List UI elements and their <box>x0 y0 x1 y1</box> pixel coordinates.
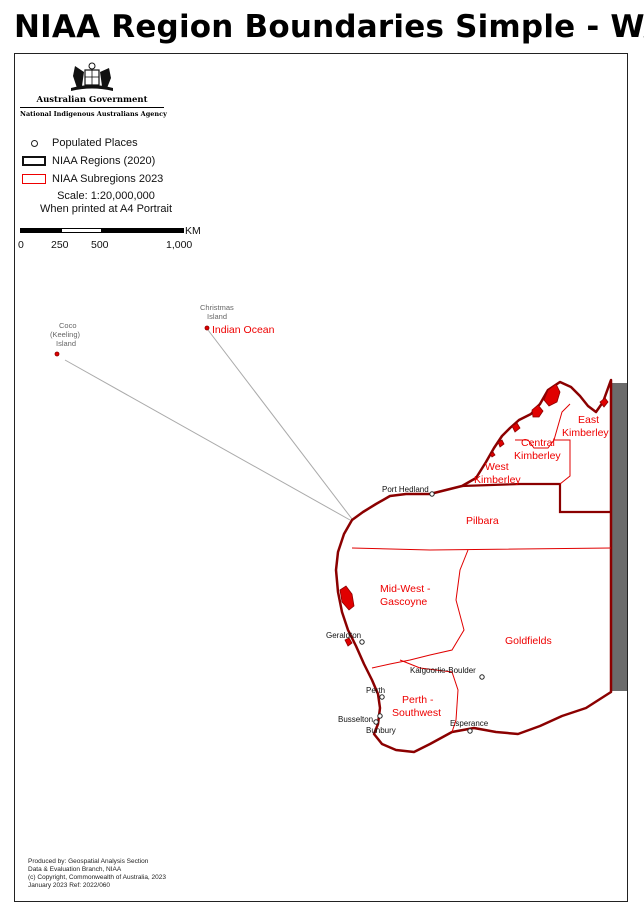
scale-seg-1 <box>20 228 40 233</box>
christmas-island-marker[interactable] <box>204 325 210 331</box>
offshore-islands: Christmas Island Coco (Keeling) Island <box>50 303 236 357</box>
label-port-hedland: Port Hedland <box>382 485 429 494</box>
credit-line: Produced by: Geospatial Analysis Section <box>28 858 149 865</box>
christmas-leader-line <box>207 329 353 520</box>
scale-tick-250: 250 <box>51 239 69 251</box>
coat-of-arms-icon <box>71 62 113 91</box>
scale-text: Scale: 1:20,000,000 When printed at A4 P… <box>20 190 192 216</box>
scale-tick-1000: 1,000 <box>166 239 193 251</box>
place-dot-esperance[interactable] <box>467 728 473 734</box>
legend-label: NIAA Subregions 2023 <box>52 173 164 185</box>
label-mid-west-line2: Gascoyne <box>380 596 427 608</box>
label-perth-sw-line1: Perth - <box>402 694 434 706</box>
label-mid-west-gascoyne: Mid-West - Gascoyne <box>380 583 433 608</box>
map-frame <box>14 53 628 902</box>
label-west-kimberley-line1: West <box>485 461 509 473</box>
label-central-kimberley: Central Kimberley <box>514 437 561 462</box>
populated-place-icon <box>30 139 38 147</box>
label-cocos-line1: Coco <box>59 321 77 330</box>
label-west-kimberley-line2: Kimberley <box>474 474 521 486</box>
northern-territory <box>611 383 627 691</box>
label-kalgoorlie: Kalgoorlie-Boulder <box>410 666 476 675</box>
label-christmas-line1: Christmas <box>200 303 234 312</box>
label-cocos-island: Coco (Keeling) Island <box>50 321 82 348</box>
legend: Populated Places NIAA Regions (2020) NIA… <box>20 134 163 188</box>
label-indian-ocean: Indian Ocean <box>212 324 275 336</box>
scale-seg-3 <box>61 228 102 233</box>
label-goldfields: Goldfields <box>505 635 552 647</box>
government-logo: Australian Government National Indigenou… <box>20 60 167 118</box>
place-dot-perth[interactable] <box>379 694 385 700</box>
label-christmas-island: Christmas Island <box>200 303 236 321</box>
government-name: Australian Government <box>36 95 148 105</box>
scale-seg-2 <box>40 228 61 233</box>
label-central-kimberley-line2: Kimberley <box>514 450 561 462</box>
scale-ratio: Scale: 1:20,000,000 <box>57 190 155 202</box>
map-title: NIAA Region Boundaries Simple - WA <box>14 9 644 45</box>
label-east-kimberley: East Kimberley <box>562 414 609 439</box>
place-dot-geraldton[interactable] <box>359 639 365 645</box>
label-perth: Perth <box>366 686 385 695</box>
label-perth-sw-line2: Southwest <box>392 707 441 719</box>
logo-rule <box>20 107 164 108</box>
subregion-swatch-icon <box>22 174 46 184</box>
label-busselton: Busselton <box>338 715 373 724</box>
subregion-boundaries <box>351 403 612 733</box>
legend-label: NIAA Regions (2020) <box>52 155 156 167</box>
legend-label: Populated Places <box>52 137 138 149</box>
credits: Produced by: Geospatial Analysis Section… <box>28 858 166 890</box>
legend-item-populated-places: Populated Places <box>20 134 163 152</box>
label-east-kimberley-line2: Kimberley <box>562 427 609 439</box>
place-dot-busselton[interactable] <box>373 719 379 725</box>
label-mid-west-line1: Mid-West - <box>380 583 431 595</box>
label-central-kimberley-line1: Central <box>521 437 555 449</box>
place-dot-kalgoorlie[interactable] <box>479 674 485 680</box>
region-swatch-icon <box>22 156 46 166</box>
place-dot-port-hedland[interactable] <box>429 491 435 497</box>
label-geraldton: Geraldton <box>326 631 361 640</box>
scale-unit: KM <box>185 225 201 237</box>
place-dot-bunbury[interactable] <box>377 713 383 719</box>
populated-places: Port Hedland Geraldton Kalgoorlie-Boulde… <box>326 485 489 735</box>
legend-item-subregions: NIAA Subregions 2023 <box>20 170 163 188</box>
legend-item-regions: NIAA Regions (2020) <box>20 152 163 170</box>
agency-name: National Indigenous Australians Agency <box>20 110 167 118</box>
credit-line: Data & Evaluation Branch, NIAA <box>28 866 122 873</box>
label-christmas-line2: Island <box>207 312 227 321</box>
coastal-islands <box>339 383 609 647</box>
credit-line: January 2023 Ref: 2022/060 <box>28 882 111 889</box>
label-perth-southwest: Perth - Southwest <box>392 694 441 719</box>
label-cocos-line2: (Keeling) <box>50 330 81 339</box>
label-pilbara: Pilbara <box>466 515 499 527</box>
label-east-kimberley-line1: East <box>578 414 599 426</box>
cocos-island-marker[interactable] <box>54 351 60 357</box>
label-west-kimberley: West Kimberley <box>474 461 521 486</box>
label-esperance: Esperance <box>450 719 489 728</box>
credit-line: (c) Copyright, Commonwealth of Australia… <box>28 874 167 881</box>
scale-tick-500: 500 <box>91 239 109 251</box>
label-cocos-line3: Island <box>56 339 76 348</box>
scale-note: When printed at A4 Portrait <box>39 203 173 215</box>
scale-tick-0: 0 <box>18 239 24 251</box>
label-bunbury: Bunbury <box>366 726 396 735</box>
cocos-leader-line <box>64 359 351 521</box>
scale-seg-4 <box>102 228 184 233</box>
